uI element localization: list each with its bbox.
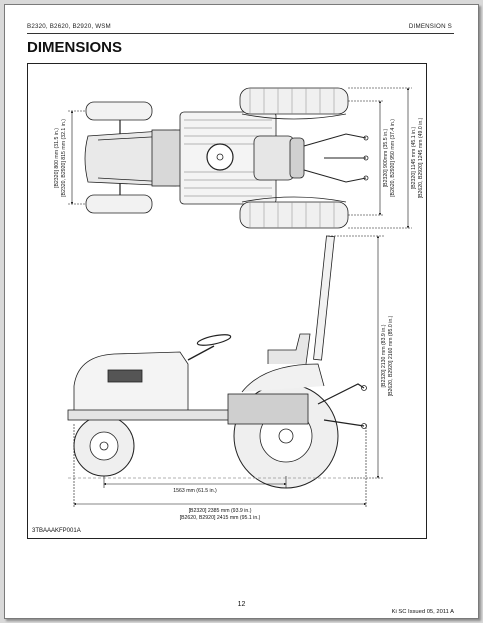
top-view-drawing: [84, 87, 369, 229]
overall-height-label-2: [B2620, B2920] 2160 mm (85.0 in.): [388, 315, 394, 396]
header-rule: [27, 33, 454, 34]
front-track-label-2: [B2320, B2920] 815 mm (32.1 in.): [61, 119, 67, 197]
page-title: DIMENSIONS: [27, 39, 123, 56]
overall-length-label-1: [B2320] 2385 mm (93.9 in.): [189, 508, 252, 514]
header-section-name: DIMENSION S: [408, 23, 452, 30]
overall-length-label-2: [B2620, B2920] 2415 mm (95.1 in.): [180, 515, 261, 521]
rear-track-label-1: [B2320] 900mm (35.5 in.): [383, 128, 389, 187]
page-number: 12: [237, 601, 246, 608]
overall-width-label-2: [B2620, B2920] 1245 mm (49.0 in.): [418, 117, 424, 198]
figure-code: 3TBAAAKFP001A: [32, 528, 81, 534]
tractor-drawings: [B2320] 800 mm (31.5 in.) [B2320, B2920]…: [54, 87, 424, 521]
issue-stamp: Ki SC Issued 05, 2011 A: [391, 609, 454, 615]
overall-width-label-1: [B2320] 1145 mm (45.1 in.): [411, 126, 417, 189]
wheelbase-label: 1563 mm (61.5 in.): [173, 488, 217, 494]
top-view-dimension-labels: [B2320] 800 mm (31.5 in.) [B2320, B2920]…: [54, 117, 424, 198]
side-view-dimension-lines: [73, 235, 384, 508]
dimension-figure: [B2320] 800 mm (31.5 in.) [B2320, B2920]…: [27, 63, 427, 539]
overall-height-label-1: [B2320] 2130 mm (83.9 in.): [381, 324, 387, 387]
front-track-label-1: [B2320] 800 mm (31.5 in.): [54, 128, 60, 188]
top-view-dimension-lines: [68, 87, 412, 229]
header-model-list: B2320, B2620, B2920, WSM: [27, 23, 111, 30]
side-view-drawing: [67, 235, 367, 489]
side-view-dimension-labels: [B2320] 2130 mm (83.9 in.) [B2620, B2920…: [173, 315, 394, 521]
rear-track-label-2: [B2620, B2920] 950 mm (37.4 in.): [390, 119, 396, 197]
manual-page: B2320, B2620, B2920, WSM DIMENSION S DIM…: [4, 4, 479, 619]
